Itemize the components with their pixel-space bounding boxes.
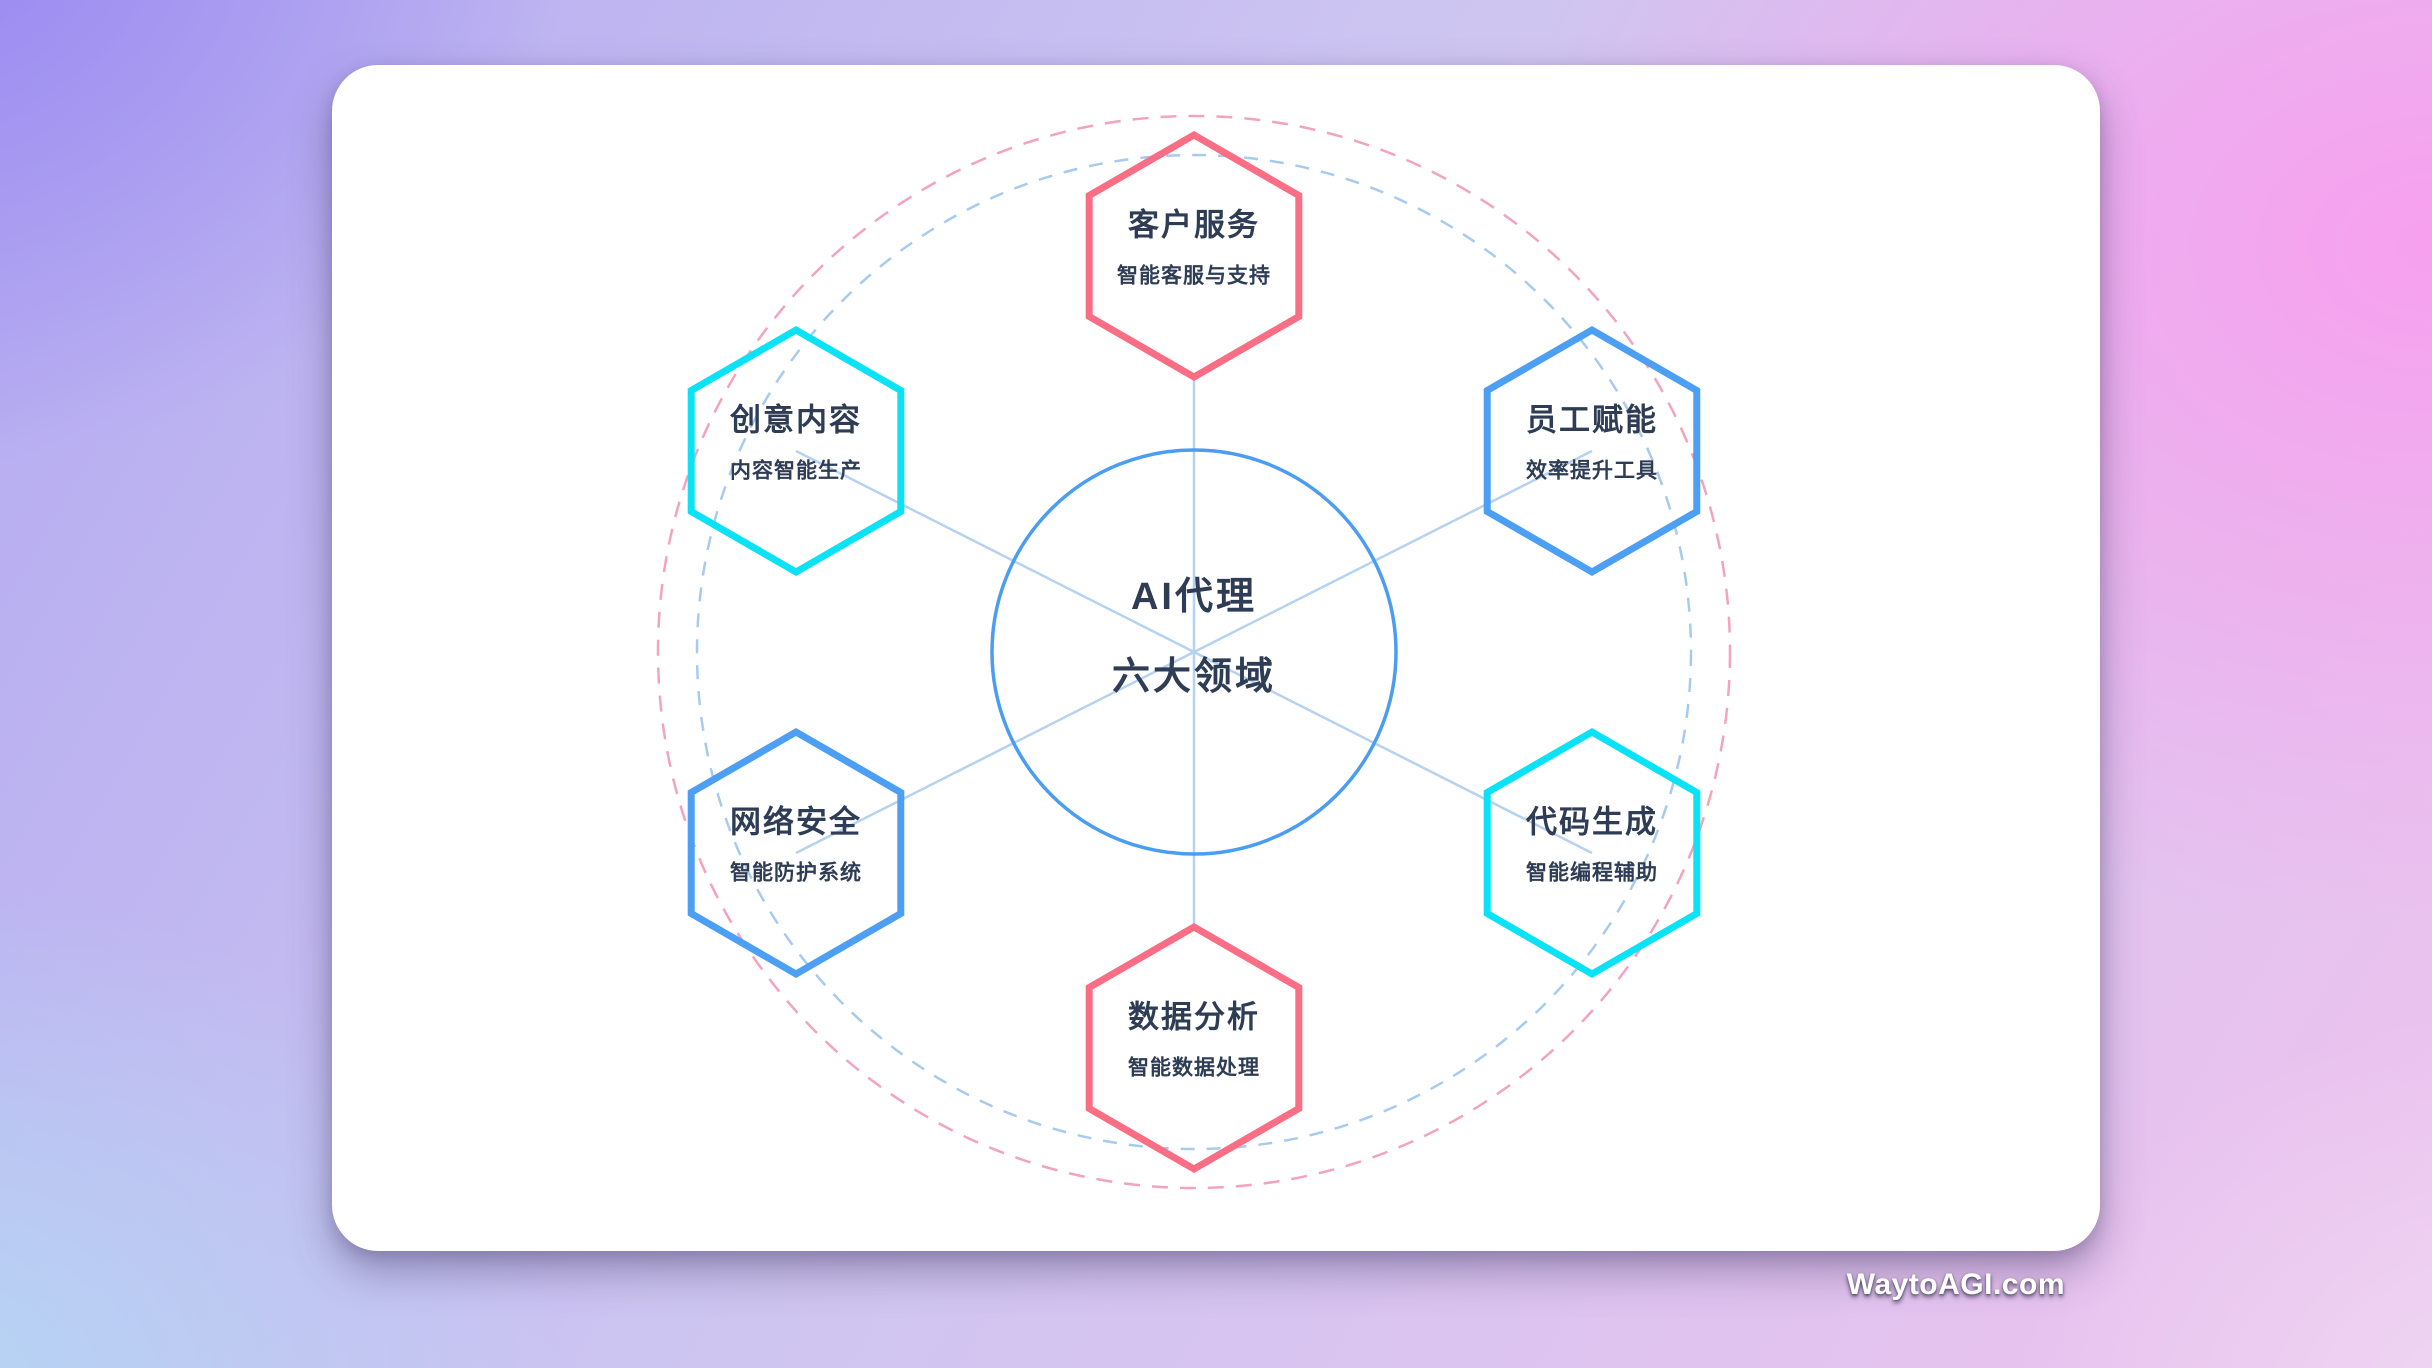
spoke-line-network-security [795,650,1195,855]
hexagon-title-creative-content: 创意内容 [729,403,862,438]
hexagon-title-employee-empowerment: 员工赋能 [1526,403,1658,438]
center-title-line1: AI代理 [1131,576,1257,618]
hexagon-subtitle-creative-content: 内容智能生产 [730,459,862,483]
hexagon-title-network-security: 网络安全 [730,805,862,840]
hexagon-subtitle-network-security: 智能防护系统 [730,861,862,885]
hexagon-subtitle-code-generation: 智能编程辅助 [1526,861,1658,885]
hexagon-code-generation [1483,727,1701,979]
spoke-line-code-generation [1193,650,1593,855]
hexagon-subtitle-data-analysis: 智能数据处理 [1128,1056,1260,1080]
hexagon-customer-service [1085,130,1303,382]
inner-dashed-circle [695,153,1693,1151]
hexagon-network-security [687,727,905,979]
spoke-line-creative-content [795,449,1195,654]
outer-dashed-circle [656,114,1732,1190]
hexagon-creative-content [687,325,905,577]
spoke-line-employee-empowerment [1193,449,1593,654]
hexagon-employee-empowerment [1483,325,1701,577]
hexagon-subtitle-employee-empowerment: 效率提升工具 [1526,459,1658,483]
center-circle [990,448,1398,856]
center-title-line2: 六大领域 [1112,656,1276,698]
hexagon-title-code-generation: 代码生成 [1525,805,1658,840]
hexagon-subtitle-customer-service: 智能客服与支持 [1117,264,1271,288]
hexagon-data-analysis [1085,922,1303,1174]
watermark: WaytoAGI.com [1846,1268,2065,1301]
hexagon-title-customer-service: 客户服务 [1128,208,1260,243]
hexagon-title-data-analysis: 数据分析 [1128,1000,1260,1035]
diagram-card: AI代理六大领域 客户服务智能客服与支持员工赋能效率提升工具代码生成智能编程辅助数… [332,65,2100,1251]
